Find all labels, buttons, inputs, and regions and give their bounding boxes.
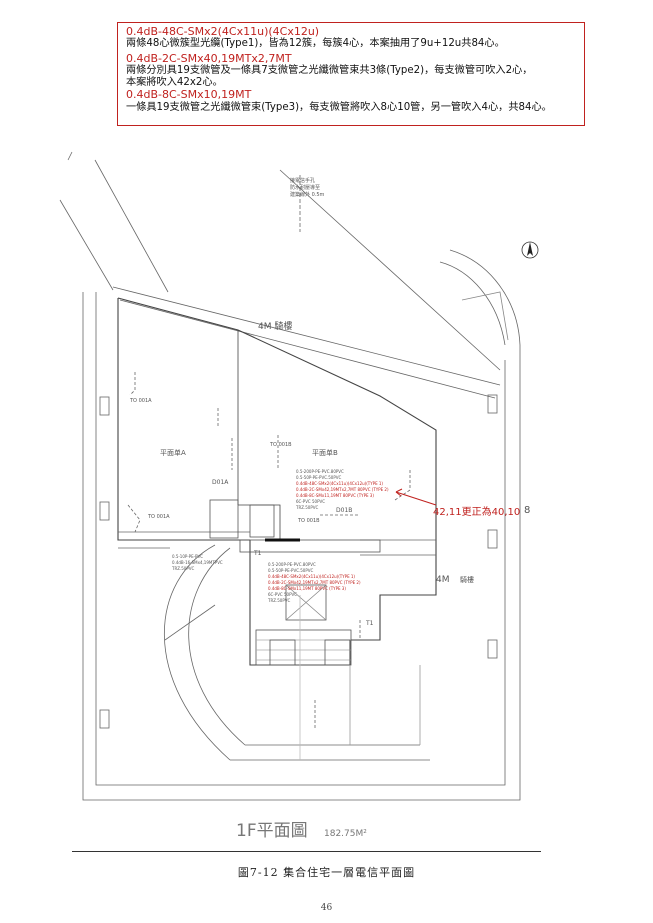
figure-caption: 圖7-12 集合住宅一層電信平面圖 — [237, 866, 416, 879]
label-to-001a-mid: TO 001A — [147, 514, 170, 520]
arcade-label-right-suffix: 騎樓 — [460, 575, 474, 584]
cable-b-line7: TRZ.50PVC — [295, 505, 318, 510]
north-arrow-icon — [521, 241, 539, 259]
cable-c-line5: 0.4dB-8C-SMx11,19MT 80PVC (TYPE 3) — [268, 586, 346, 591]
cable-c-line6: 6C-PVC 50PVC — [268, 592, 297, 597]
note-desc-type3: 一條具19支微管之光纖微管束(Type3)，每支微管將吹入8心10管，另一管吹入… — [126, 101, 552, 113]
note-desc-type2-line2: 本案將吹入42x2心。 — [126, 77, 223, 89]
label-d01a: D01A — [212, 479, 229, 486]
cable-b-line5: 0.4dB-8C-SMx11,19MT 80PVC (TYPE 3) — [296, 493, 374, 498]
cable-l-line2: 0.4dB-16-SMx4,19MTPVC — [172, 560, 223, 565]
cable-callout-c: 0.5-200P-PE-PVC.80PVC 0.5-50P-PE-PVC.50P… — [267, 562, 361, 603]
cable-c-line2: 0.5-50P-PE-PVC.50PVC — [268, 568, 313, 573]
top-note-3: 建築線外 0.5m — [290, 191, 325, 198]
cable-l-line1: 0.5-10P-PE-PVC — [172, 554, 203, 559]
correction-label: 42,11更正為40,10 — [433, 505, 520, 518]
cable-c-line7: TRZ.50PVC — [267, 598, 290, 603]
note-desc-type2-line1: 兩條分別具19支微管及一條具7支微管之光纖微管束共3條(Type2)，每支微管可… — [126, 64, 533, 76]
cable-b-line1: 0.5-200P-PE-PVC.80PVC — [296, 469, 344, 474]
label-to-001b-center: TO 001B — [297, 518, 320, 524]
note-spec-type1: 0.4dB-48C-SMx2(4Cx11u)(4Cx12u) — [126, 25, 320, 38]
floor-plan-title: 1F平面圖 — [236, 821, 308, 841]
annotation-note-box: 0.4dB-48C-SMx2(4Cx11u)(4Cx12u) 兩條48心微簇型光… — [117, 22, 585, 126]
label-to-001a-top: TO 001A — [129, 398, 152, 404]
label-t1-a: T1 — [253, 550, 262, 557]
arcade-label-right-prefix: 4M — [436, 575, 450, 585]
page-number: 46 — [320, 903, 333, 913]
note-spec-type3: 0.4dB-8C-SMx10,19MT — [126, 88, 252, 102]
label-t1-b: T1 — [365, 620, 374, 627]
cable-c-line3: 0.4dB-48C-SMx2(4Cx11u)(4Cx12u)(TYPE 1) — [268, 574, 355, 579]
cable-l-line3: TRZ.50PVC — [171, 566, 194, 571]
cable-b-line3: 0.4dB-48C-SMx2(4Cx11u)(4Cx12u)(TYPE 1) — [296, 481, 383, 486]
note-desc-type1: 兩條48心微簇型光纜(Type1)，皆為12簇，每簇4心，本案抽用了9u+12u… — [126, 38, 505, 50]
note-spec-type2: 0.4dB-2C-SMx40,19MTx2,7MT — [126, 51, 292, 65]
caption-rule — [72, 851, 541, 852]
label-to-001b: TO 001B — [269, 442, 292, 448]
cable-c-line4: 0.4dB-2C-SMx42,19MTx2,7MT 80PVC (TYPE 2) — [268, 580, 361, 585]
top-note-1: 接電信手孔 — [290, 177, 315, 184]
unit-a-label: 平面单A — [160, 448, 186, 457]
axis-marker: 8 — [524, 505, 530, 516]
cable-b-line2: 0.5-50P-PE-PVC.50PVC — [296, 475, 341, 480]
unit-b-label: 平面单B — [312, 448, 338, 457]
floor-area-label: 182.75M² — [324, 829, 367, 839]
arcade-label-top: 4M 騎樓 — [258, 320, 292, 332]
cable-b-line4: 0.4dB-2C-SMx42,19MTx2,7MT 80PVC (TYPE 2) — [296, 487, 389, 492]
cable-callout-b: 0.5-200P-PE-PVC.80PVC 0.5-50P-PE-PVC.50P… — [295, 469, 389, 510]
label-d01b: D01B — [336, 507, 352, 514]
cable-callout-left: 0.5-10P-PE-PVC 0.4dB-16-SMx4,19MTPVC TRZ… — [171, 554, 223, 571]
cable-c-line1: 0.5-200P-PE-PVC.80PVC — [268, 562, 316, 567]
cable-b-line6: 6C-PVC 50PVC — [296, 499, 325, 504]
top-note-2: 防水耐壓導至 — [290, 184, 320, 191]
